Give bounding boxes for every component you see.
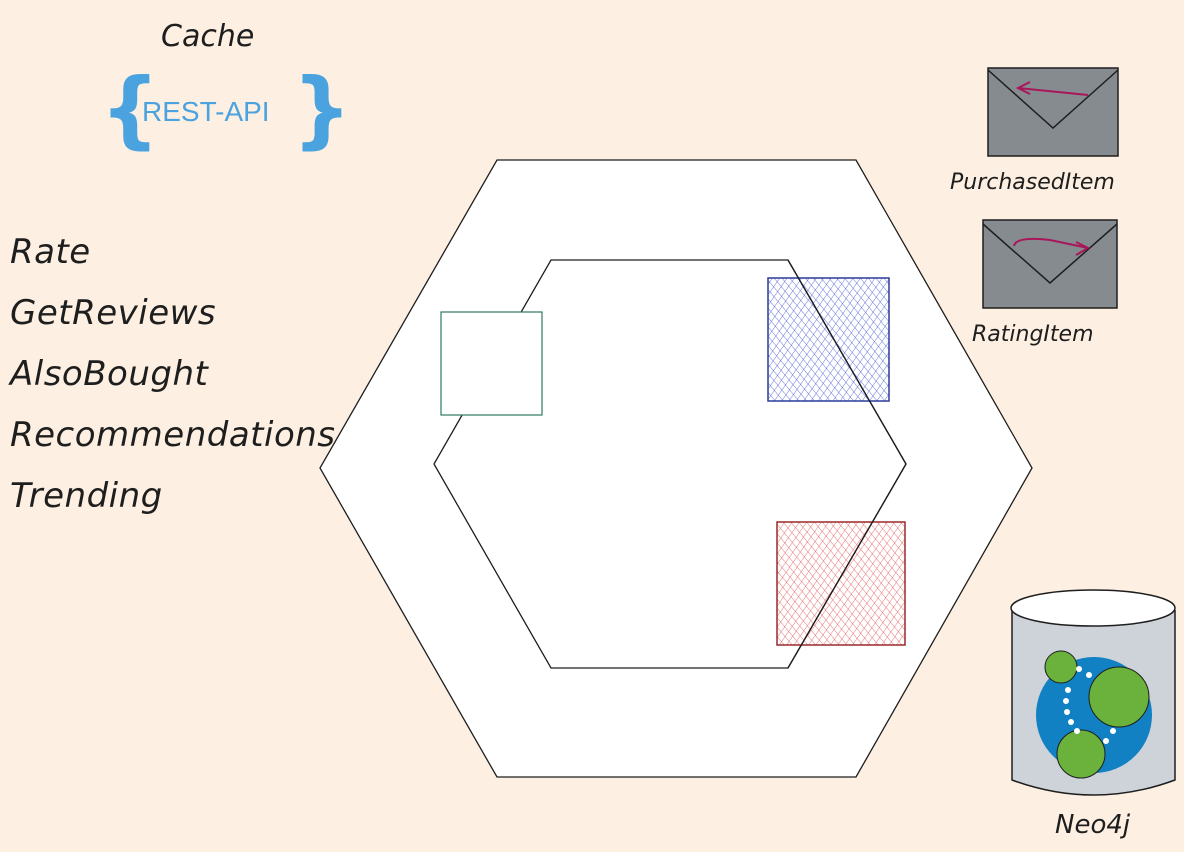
neo4j-label: Neo4j (1055, 810, 1131, 840)
purchased-item-envelope-icon (987, 67, 1119, 157)
right-brace-icon: } (292, 60, 352, 158)
purchased-item-label: PurchasedItem (950, 170, 1115, 195)
operation-rate: Rate (10, 232, 91, 272)
neo4j-logo-icon (1036, 650, 1152, 779)
operation-get-reviews: GetReviews (10, 293, 217, 333)
cache-label: Cache (161, 19, 254, 54)
rest-api-label: REST-API (142, 96, 270, 127)
operations-list: Rate GetReviews AlsoBought Recommendatio… (10, 222, 336, 527)
left-brace-icon: { (100, 60, 160, 158)
operation-trending: Trending (10, 476, 163, 516)
rating-item-envelope-icon (982, 219, 1118, 309)
port-square (440, 311, 543, 416)
red-adapter (776, 521, 906, 646)
operation-recommendations: Recommendations (10, 415, 336, 455)
rating-item-label: RatingItem (972, 322, 1094, 347)
blue-adapter (767, 277, 890, 402)
operation-also-bought: AlsoBought (10, 354, 209, 394)
rest-api-block: { REST-API } (100, 64, 352, 158)
